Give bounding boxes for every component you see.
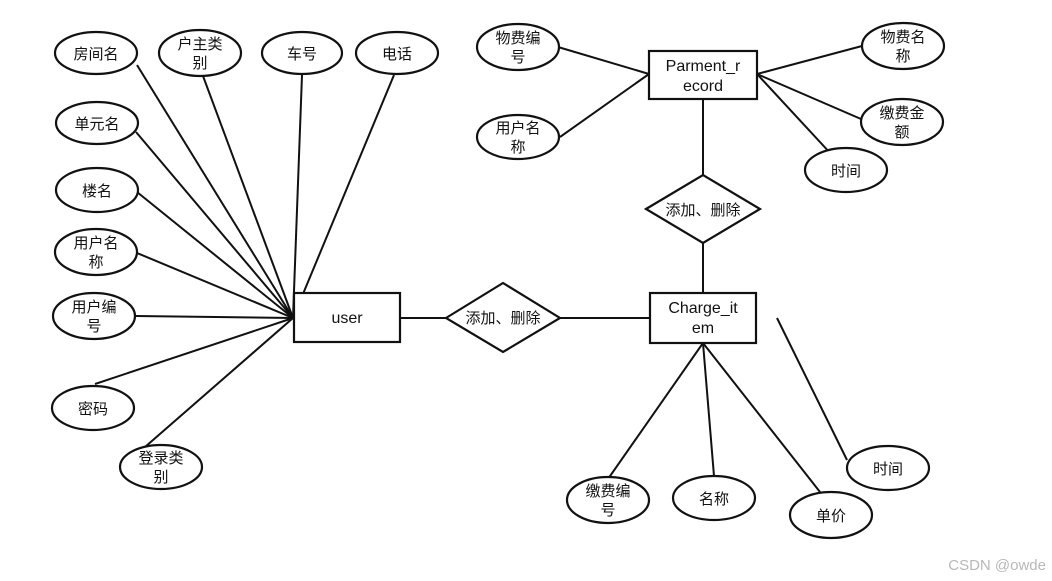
attribute-payment-time-label: 时间 <box>831 162 861 180</box>
attribute-charge-time: 时间 <box>845 444 931 492</box>
attribute-property-fee-id-label: 物费编 <box>495 29 540 47</box>
attribute-payment-user-name: 用户名 称 <box>475 113 561 161</box>
attribute-charge-payment-id-label-2: 号 <box>600 501 615 519</box>
line-user-car-no <box>292 74 303 319</box>
attribute-unit-price: 单价 <box>788 490 874 540</box>
attribute-password-label: 密码 <box>78 400 108 418</box>
attribute-room-name-label: 房间名 <box>73 45 118 63</box>
entity-user: user <box>292 291 402 344</box>
attribute-charge-name: 名称 <box>671 474 757 522</box>
line-user-login-type <box>144 317 294 448</box>
line-user-building-name <box>136 191 294 319</box>
attribute-login-type-label: 登录类 <box>138 449 183 467</box>
line-user-room-name <box>136 64 294 319</box>
attribute-payment-user-name-label-2: 称 <box>510 138 525 156</box>
attribute-charge-name-label: 名称 <box>699 490 729 508</box>
attribute-password: 密码 <box>50 384 136 432</box>
line-payment-fee-name <box>756 45 863 75</box>
attribute-building-name: 楼名 <box>54 166 140 214</box>
attribute-payment-user-name-label: 用户名 <box>495 119 540 137</box>
line-user-phone <box>292 74 395 319</box>
line-user-unit-name <box>135 131 294 319</box>
attribute-property-fee-name-label: 物费名 <box>880 28 925 46</box>
attribute-car-no: 车号 <box>260 30 344 76</box>
attribute-payment-amount-label: 缴费金 <box>879 104 924 122</box>
attribute-charge-time-label: 时间 <box>873 460 903 478</box>
relationship-user-charge-label: 添加、删除 <box>465 309 540 327</box>
attribute-charge-payment-id: 缴费编 号 <box>565 475 651 525</box>
attribute-user-id-label: 用户编 <box>71 298 116 316</box>
entity-payment-record-label-2: ecord <box>683 78 723 95</box>
entity-charge-item-label-1: Charge_it <box>668 300 738 317</box>
attribute-property-fee-name-label-2: 称 <box>895 47 910 65</box>
entity-user-label: user <box>331 310 363 327</box>
attribute-user-name: 用户名 称 <box>53 227 139 277</box>
attribute-owner-type-label: 户主类 <box>177 35 222 53</box>
attribute-user-name-label-2: 称 <box>88 253 103 271</box>
attribute-payment-time: 时间 <box>803 146 889 194</box>
attribute-car-no-label: 车号 <box>287 45 317 63</box>
line-user-user-id <box>135 315 294 319</box>
attribute-property-fee-id-label-2: 号 <box>510 48 525 66</box>
attribute-phone-label: 电话 <box>382 45 412 63</box>
watermark: CSDN @owde <box>948 557 1046 574</box>
attribute-user-id: 用户编 号 <box>51 291 137 341</box>
line-payment-fee-id <box>557 46 650 75</box>
entity-payment-record-label-1: Parment_r <box>666 58 741 75</box>
attribute-property-fee-name: 物费名 称 <box>860 21 946 71</box>
attribute-room-name: 房间名 <box>53 30 139 76</box>
attribute-payment-amount-label-2: 额 <box>894 123 909 141</box>
line-payment-time <box>756 73 833 156</box>
line-payment-user-name <box>559 73 650 138</box>
attribute-login-type-label-2: 别 <box>153 468 168 486</box>
connector-lines <box>94 45 863 493</box>
attribute-owner-type-label-2: 别 <box>192 54 207 72</box>
attribute-owner-type: 户主类 别 <box>157 28 243 78</box>
attribute-building-name-label: 楼名 <box>82 182 112 200</box>
attribute-charge-payment-id-label: 缴费编 <box>585 482 630 500</box>
entity-charge-item: Charge_it em <box>648 291 758 345</box>
entity-payment-record: Parment_r ecord <box>647 49 759 101</box>
attribute-user-name-label: 用户名 <box>73 234 118 252</box>
attribute-unit-name-label: 单元名 <box>74 115 119 133</box>
line-user-password <box>94 317 294 385</box>
line-charge-name <box>702 342 715 477</box>
line-user-user-name <box>136 252 294 319</box>
attribute-payment-amount: 缴费金 额 <box>859 97 945 147</box>
relationship-charge-payment-label: 添加、删除 <box>665 201 740 219</box>
attribute-login-type: 登录类 别 <box>118 443 204 491</box>
line-charge-time <box>776 317 848 461</box>
line-payment-amount <box>756 73 862 120</box>
attribute-property-fee-id: 物费编 号 <box>475 22 561 72</box>
attribute-phone: 电话 <box>354 30 440 76</box>
attribute-user-id-label-2: 号 <box>86 317 101 335</box>
attribute-unit-price-label: 单价 <box>816 507 846 525</box>
relationship-charge-payment: 添加、删除 <box>643 173 763 245</box>
entity-charge-item-label-2: em <box>692 320 714 337</box>
line-user-owner-type <box>202 75 294 319</box>
line-charge-payment-id <box>607 342 704 480</box>
line-charge-unit-price <box>702 342 821 493</box>
relationship-user-charge: 添加、删除 <box>443 281 563 354</box>
attribute-unit-name: 单元名 <box>54 100 140 146</box>
